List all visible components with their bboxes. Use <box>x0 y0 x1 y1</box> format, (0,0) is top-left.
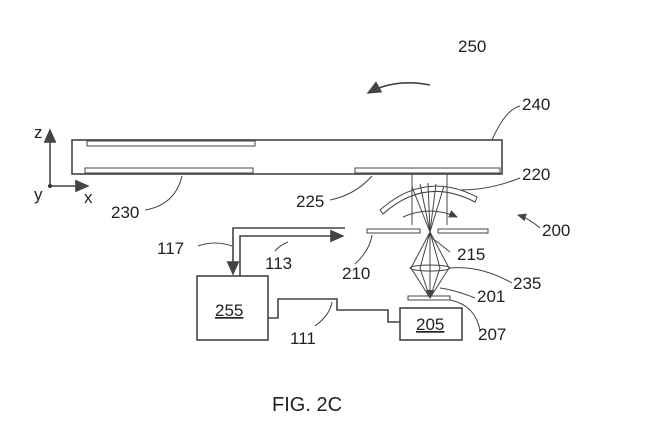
axis-y-label: y <box>34 185 43 204</box>
label-210: 210 <box>342 264 370 283</box>
label-117: 117 <box>157 239 184 258</box>
label-255: 255 <box>215 301 243 320</box>
leader-lines <box>144 105 521 331</box>
label-207: 207 <box>478 325 506 344</box>
label-235: 235 <box>513 274 541 293</box>
label-201: 201 <box>477 287 505 306</box>
arrow-250 <box>366 81 431 94</box>
block-205 <box>399 307 463 341</box>
label-240: 240 <box>522 95 550 114</box>
plate-207 <box>407 295 451 301</box>
coordinate-axes: z y x <box>34 123 93 207</box>
label-225: 225 <box>296 192 324 211</box>
figure-caption: FIG. 2C <box>272 394 342 416</box>
axis-x-label: x <box>84 188 93 207</box>
label-250: 250 <box>458 37 486 56</box>
label-230: 230 <box>111 203 139 222</box>
curved-mirror-220 <box>379 185 478 215</box>
axis-z-label: z <box>34 123 43 142</box>
light-beams <box>402 174 458 299</box>
label-200: 200 <box>542 221 570 240</box>
block-255 <box>196 275 269 341</box>
reference-labels: 250 240 220 200 225 230 117 113 210 215 … <box>111 37 570 348</box>
label-215: 215 <box>457 245 485 264</box>
arrow-200 <box>517 213 541 229</box>
label-111: 111 <box>290 329 316 348</box>
path-117 <box>226 227 345 276</box>
aperture-plate-210-left <box>366 228 421 234</box>
connection-111 <box>268 298 400 323</box>
label-220: 220 <box>522 165 550 184</box>
plate-240 <box>71 139 503 175</box>
label-113: 113 <box>265 254 292 273</box>
aperture-plate-210-right <box>437 228 489 234</box>
label-205: 205 <box>416 315 444 334</box>
path-113 <box>239 229 345 276</box>
